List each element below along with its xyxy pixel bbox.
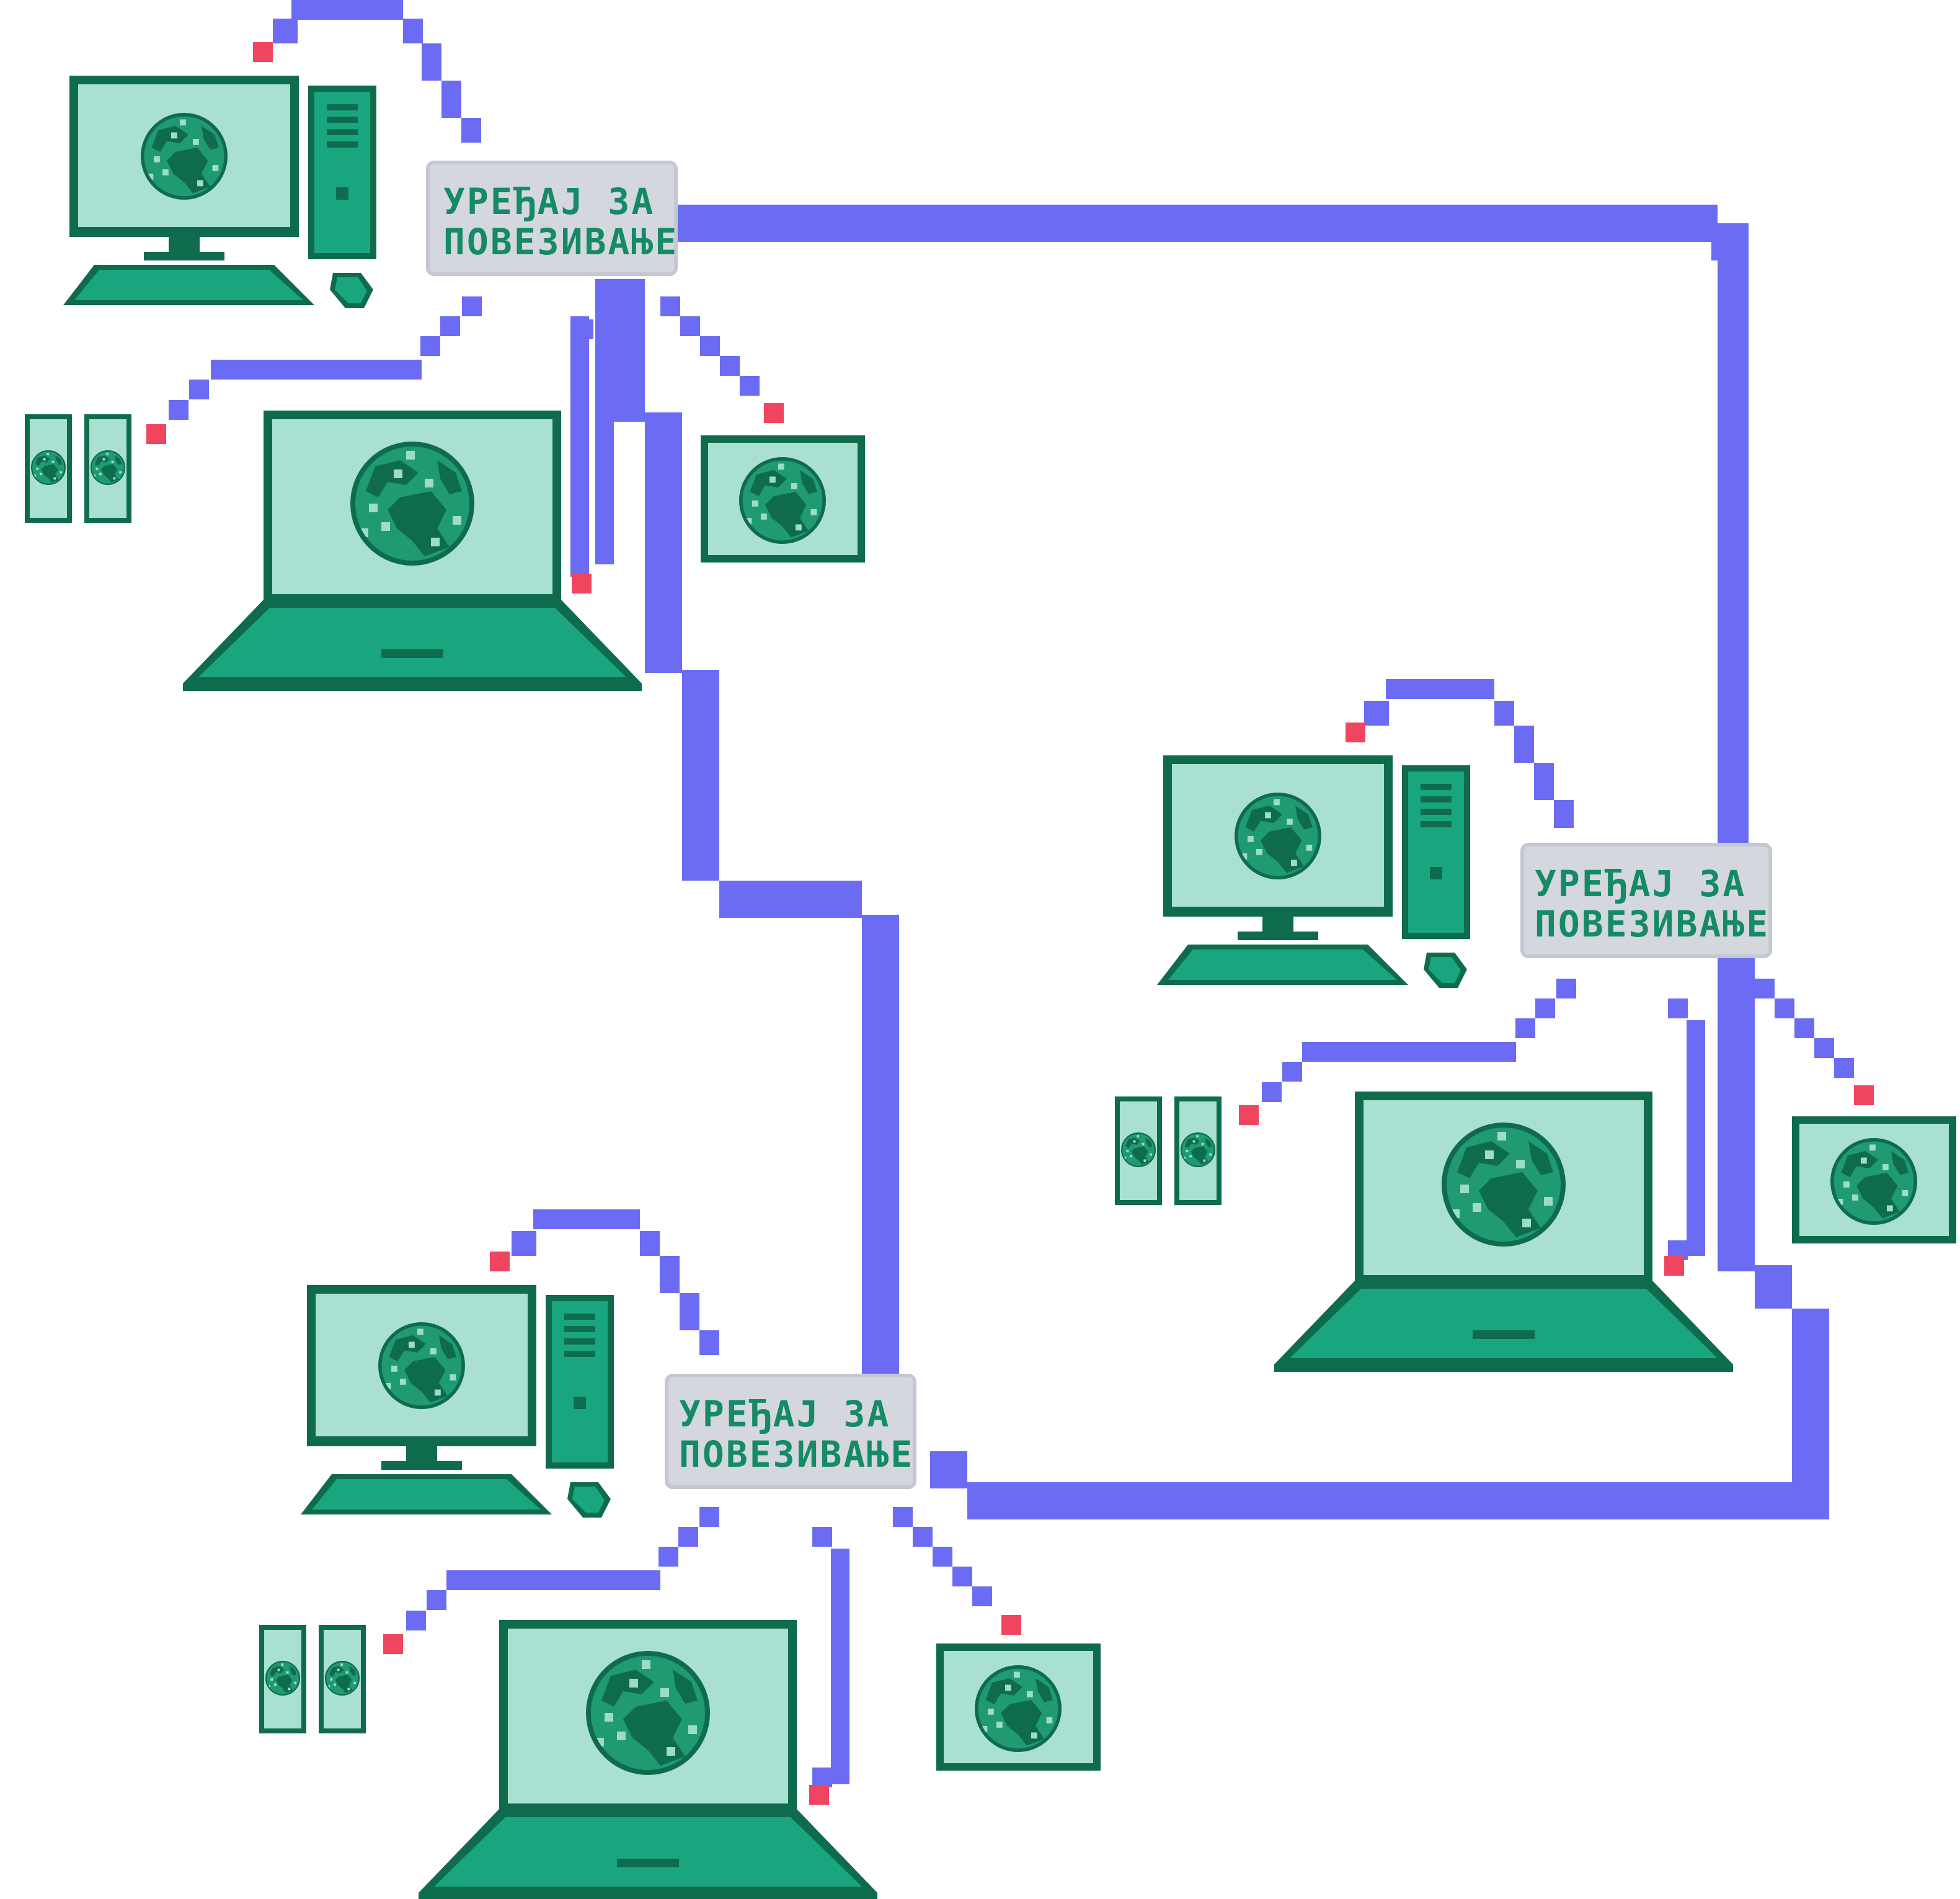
cluster-right: УРЕЂАЈ ЗА ПОВЕЗИВАЊЕ [1115,679,1956,1372]
hub-label-line1: УРЕЂАЈ ЗА [1535,863,1746,905]
connector-plugs [383,1252,1021,1805]
phones-icon [1115,1096,1222,1205]
phones-icon [25,414,131,523]
hub-label-line2: ПОВЕЗИВАЊЕ [1535,903,1770,945]
cluster-bottom: УРЕЂАЈ ЗА ПОВЕЗИВАЊЕ [259,1209,1101,1899]
laptop-icon [1274,1092,1733,1372]
laptop-icon [419,1620,877,1899]
hub-label-line1: УРЕЂАЈ ЗА [679,1393,890,1435]
connector-plugs [1239,723,1874,1276]
hub-connection-device: УРЕЂАЈ ЗА ПОВЕЗИВАЊЕ [428,162,678,274]
desktop-computer-icon [63,76,376,308]
tablet-icon [701,435,865,563]
desktop-computer-icon [1157,755,1470,988]
cable-links [169,0,760,577]
cluster-top-left: УРЕЂАЈ ЗА ПОВЕЗИВАЊЕ [25,0,865,691]
backbone-cables [645,205,1829,1519]
connector-plugs [146,42,784,594]
tablet-icon [1792,1116,1956,1243]
cable-links [1262,679,1854,1260]
hub-label-line2: ПОВЕЗИВАЊЕ [679,1433,914,1475]
desktop-computer-icon [301,1285,614,1518]
cable-links [406,1209,992,1787]
hub-label-line1: УРЕЂАЈ ЗА [443,180,655,223]
phones-icon [259,1625,366,1733]
hub-connection-device: УРЕЂАЈ ЗА ПОВЕЗИВАЊЕ [667,1376,915,1487]
hub-label-line2: ПОВЕЗИВАЊЕ [443,221,678,263]
tablet-icon [936,1643,1101,1771]
hub-connection-device: УРЕЂАЈ ЗА ПОВЕЗИВАЊЕ [1522,845,1770,956]
